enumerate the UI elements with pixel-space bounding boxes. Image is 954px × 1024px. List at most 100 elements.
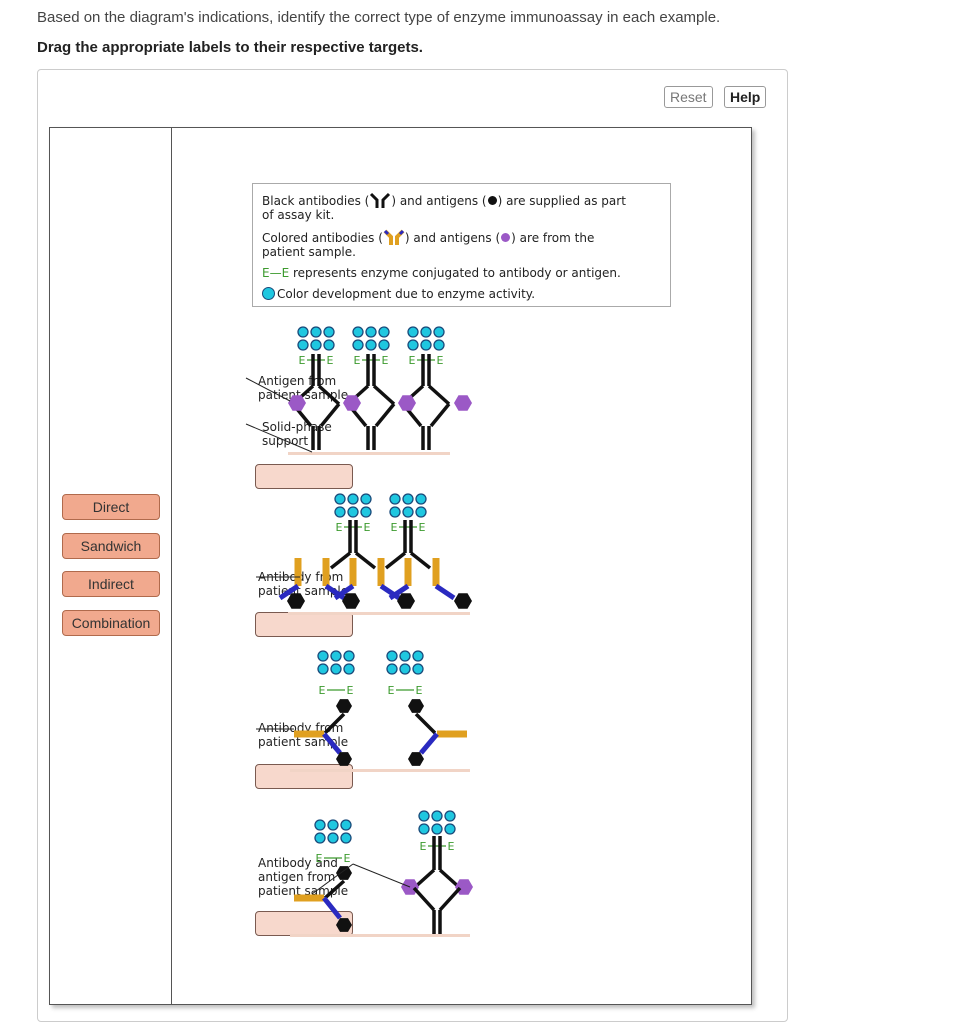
black-antibody: [346, 384, 370, 406]
purple-antigen-icon: [501, 233, 511, 242]
legend-text: ) are from the: [511, 231, 595, 245]
substrate-dot: [310, 326, 322, 338]
black-antibody: [401, 384, 425, 406]
substrate-dot: [431, 810, 443, 822]
substrate-dot: [378, 339, 390, 351]
legend-text: patient sample.: [262, 245, 356, 259]
substrate-dot: [412, 650, 424, 662]
black-antibody: [427, 384, 451, 406]
label-combination[interactable]: Combination: [62, 610, 160, 636]
drop-target-2[interactable]: [255, 612, 353, 637]
substrate-dot: [389, 493, 401, 505]
label-direct[interactable]: Direct: [62, 494, 160, 520]
enzyme-label: E: [364, 521, 371, 534]
patient-antibody-arm: [379, 583, 401, 601]
substrate-dot: [444, 823, 456, 835]
substrate-dot: [334, 506, 346, 518]
enzyme-label: E: [327, 354, 334, 367]
patient-antibody-arm: [434, 583, 456, 601]
enzyme-label: E: [347, 684, 354, 697]
enzyme-label: E: [336, 521, 343, 534]
legend-text: of assay kit.: [262, 208, 335, 222]
substrate-dot: [323, 339, 335, 351]
drag-drop-canvas: Direct Sandwich Indirect Combination Bla…: [49, 127, 752, 1005]
substrate-dot: [412, 663, 424, 675]
legend-text: Colored antibodies (: [262, 231, 383, 245]
substrate-dot: [418, 823, 430, 835]
substrate-dot: [433, 326, 445, 338]
substrate-dot: [418, 810, 430, 822]
black-antibody: [429, 402, 451, 428]
substrate-dot: [317, 663, 329, 675]
substrate-dot: [360, 493, 372, 505]
substrate-dot: [407, 326, 419, 338]
kit-antibody-end: [408, 699, 424, 713]
substrate-dot: [431, 823, 443, 835]
annotation-antibody-antigen: Antibody and antigen from patient sample: [258, 856, 349, 898]
colored-antibody-icon: [383, 229, 405, 245]
enzyme-label: E: [419, 521, 426, 534]
annotation-antigen: Antigen from patient sample: [258, 374, 349, 402]
pointer-line: [352, 863, 411, 888]
black-antibody: [346, 402, 368, 428]
enzyme-label: E: [382, 354, 389, 367]
black-antibody: [401, 402, 423, 428]
substrate-dot: [317, 650, 329, 662]
patient-antigen: [455, 879, 473, 895]
kit-antigen: [454, 593, 472, 609]
substrate-dot: [415, 493, 427, 505]
substrate-dot: [343, 650, 355, 662]
drop-target-1[interactable]: [255, 464, 353, 489]
instruction-bold: Drag the appropriate labels to their res…: [37, 39, 423, 56]
enzyme-label: E: [416, 684, 423, 697]
help-button[interactable]: Help: [724, 86, 767, 108]
black-antibody: [409, 551, 432, 570]
annotation-antibody: Antibody from patient sample: [258, 570, 349, 598]
black-antibody: [438, 886, 462, 912]
substrate-dot: [330, 663, 342, 675]
black-antibody: [384, 551, 407, 570]
enzyme-label: E: [448, 840, 455, 853]
label-indirect[interactable]: Indirect: [62, 571, 160, 597]
substrate-dot: [327, 832, 339, 844]
drop-target-4[interactable]: [255, 911, 353, 936]
enzyme-label: E: [299, 354, 306, 367]
black-antibody: [374, 402, 396, 428]
enzyme-label: E: [409, 354, 416, 367]
black-antibody: [412, 886, 436, 912]
patient-antigen: [454, 395, 472, 411]
annotation-antibody: Antibody from patient sample: [258, 721, 349, 749]
substrate-dot: [327, 819, 339, 831]
annotation-support: Solid-phase support: [262, 420, 332, 448]
substrate-dot: [340, 819, 352, 831]
substrate-dot: [399, 663, 411, 675]
legend-text: ) are supplied as part: [497, 194, 626, 208]
patient-antigen: [401, 879, 419, 895]
substrate-dot: [420, 339, 432, 351]
substrate-dot: [347, 506, 359, 518]
kit-antibody-end: [336, 699, 352, 713]
substrate-dot: [352, 339, 364, 351]
substrate-dot: [415, 506, 427, 518]
black-antibody: [329, 551, 352, 570]
legend-text: ) and antigens (: [391, 194, 487, 208]
kit-antigen: [397, 593, 415, 609]
drop-target-3[interactable]: [255, 764, 353, 789]
enzyme-label: E: [391, 521, 398, 534]
patient-antigen: [398, 395, 416, 411]
substrate-dot: [378, 326, 390, 338]
substrate-dot: [407, 339, 419, 351]
reset-button[interactable]: Reset: [664, 86, 713, 108]
legend-text: Black antibodies (: [262, 194, 370, 208]
legend-text: represents enzyme conjugated to antibody…: [289, 266, 621, 280]
substrate-dot: [340, 832, 352, 844]
substrate-dot: [365, 326, 377, 338]
patient-antibody-arm: [419, 732, 439, 755]
substrate-dot: [433, 339, 445, 351]
black-antibody: [372, 384, 396, 406]
legend-text: Color development due to enzyme activity…: [277, 287, 536, 301]
enzyme-label: E: [319, 684, 326, 697]
label-sandwich[interactable]: Sandwich: [62, 533, 160, 559]
black-antibody: [412, 868, 436, 890]
substrate-dot: [297, 326, 309, 338]
